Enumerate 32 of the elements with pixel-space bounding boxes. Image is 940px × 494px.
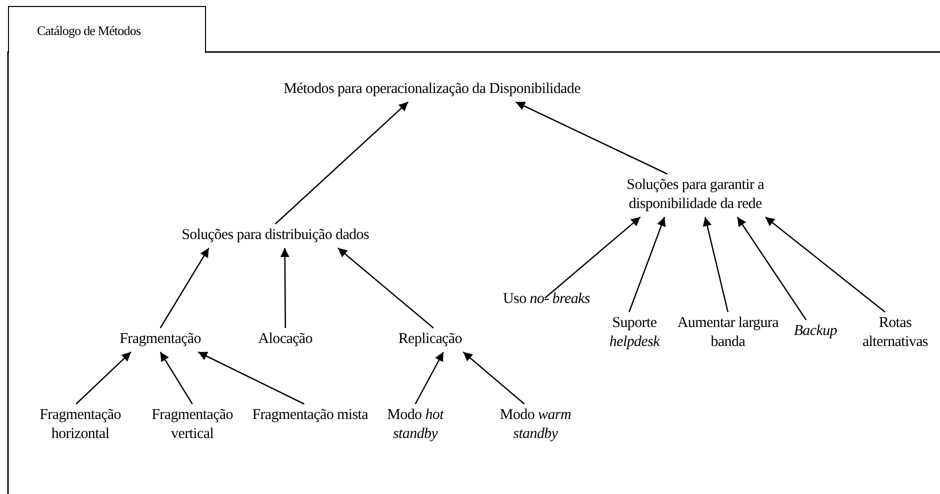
- arrow: [414, 352, 444, 404]
- arrow: [702, 216, 729, 312]
- arrow: [76, 352, 132, 404]
- arrow: [198, 351, 304, 405]
- node-label: Alocação: [256, 330, 314, 349]
- node-label: Soluções para garantir a disponibilidade da rede: [625, 176, 766, 214]
- node-label: Suporte helpdesk: [608, 314, 661, 352]
- arrow: [160, 248, 210, 328]
- node-label: Rotas alternativas: [861, 314, 930, 352]
- arrow: [628, 216, 666, 312]
- node-label: Fragmentação horizontal: [38, 406, 122, 444]
- tab-label: Catálogo de Métodos: [8, 6, 206, 53]
- node-label: Uso no- breaks: [503, 290, 592, 309]
- arrow: [280, 248, 290, 328]
- node-label: Fragmentação vertical: [150, 406, 234, 444]
- node-label: Modo hot standby: [386, 406, 445, 444]
- node-label: Fragmentação: [118, 330, 202, 349]
- arrow: [160, 352, 193, 404]
- node-label: Soluções para distribuição dados: [180, 226, 370, 245]
- arrow: [338, 248, 434, 328]
- arrow: [516, 101, 668, 175]
- node-label: Modo warm standby: [498, 406, 572, 444]
- node-label: Aumentar largura banda: [676, 314, 780, 352]
- arrow: [544, 216, 641, 298]
- arrow: [274, 102, 409, 224]
- node-label: Replicação: [397, 330, 464, 349]
- arrow: [462, 352, 525, 404]
- arrow: [764, 216, 886, 312]
- node-label: Backup: [792, 322, 838, 341]
- node-label: Fragmentação mista: [251, 406, 370, 425]
- node-label: Métodos para operacionalização da Disponibilidade: [282, 80, 582, 99]
- arrow: [736, 216, 807, 320]
